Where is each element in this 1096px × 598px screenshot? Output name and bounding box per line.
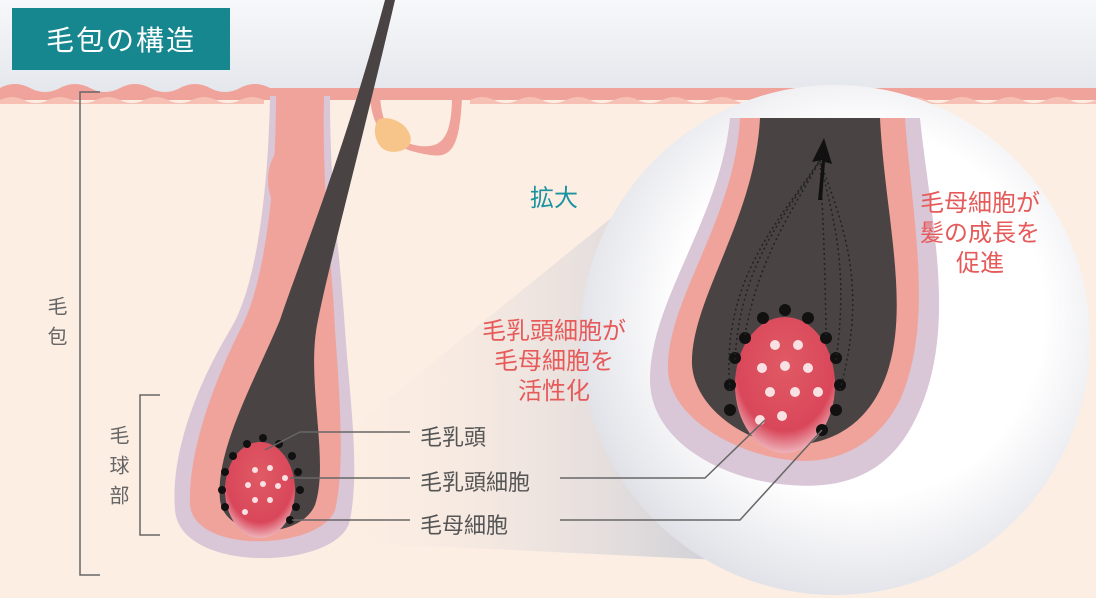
callout-line-matrix-zoom	[560, 429, 823, 521]
bulb-label: 毛球部	[104, 425, 133, 515]
page-title: 毛包の構造	[12, 8, 230, 70]
callout-papilla: 毛乳頭	[420, 426, 487, 451]
callout-matrix-cell: 毛母細胞	[420, 514, 509, 539]
growth-arrow-icon	[812, 138, 832, 200]
note-matrix-growth: 毛母細胞が 髪の成長を 促進	[920, 189, 1040, 277]
callout-papilla-cell: 毛乳頭細胞	[420, 471, 531, 496]
epidermis-wave	[0, 97, 264, 104]
callout-line-papilla	[264, 431, 410, 451]
follicle-bracket	[79, 91, 100, 576]
zoom-label: 拡大	[530, 184, 578, 212]
follicle-label: 毛包	[42, 290, 71, 362]
callout-line-papilla-cell-zoom	[560, 419, 766, 479]
note-papilla-activation: 毛乳頭細胞が 毛母細胞を 活性化	[482, 317, 626, 405]
hair-follicle	[174, 0, 462, 559]
magnified-bulb	[650, 118, 940, 486]
bulb-bracket	[139, 394, 160, 536]
